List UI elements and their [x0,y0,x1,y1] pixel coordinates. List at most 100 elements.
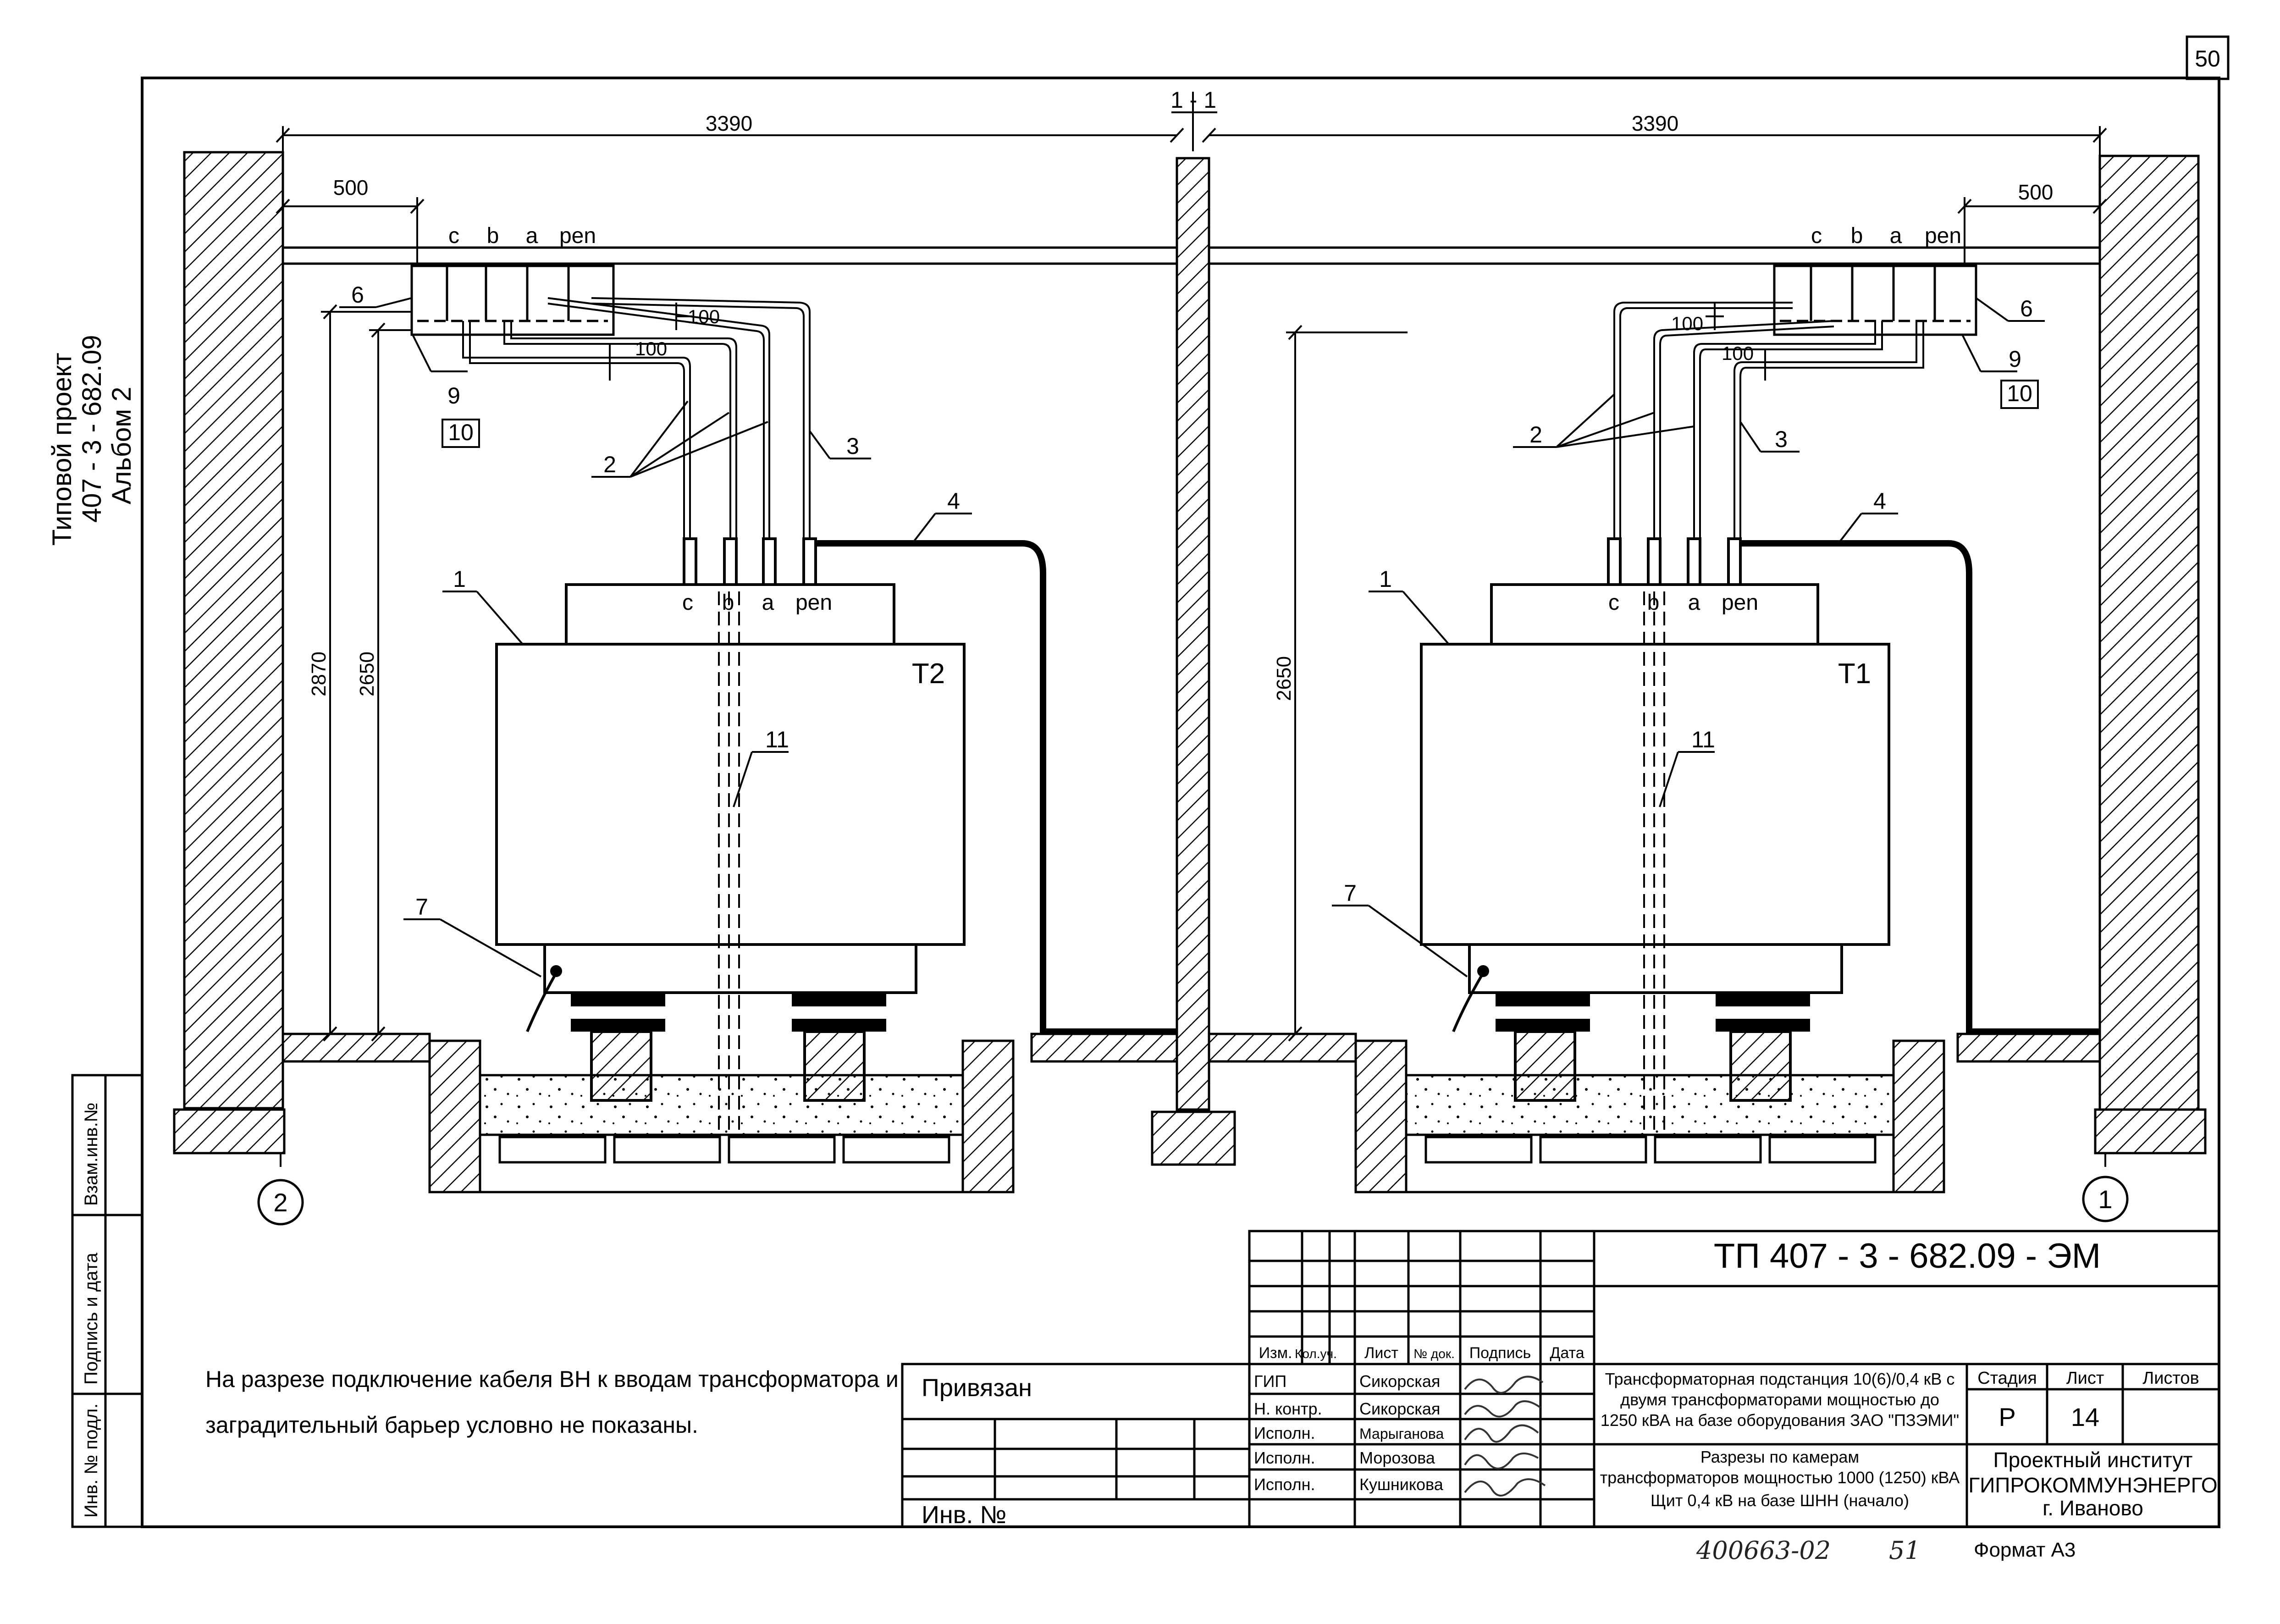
title2-line-2: трансформаторов мощностью 1000 (1250) кВ… [1600,1468,1960,1487]
foundation-pit-left [428,1039,1015,1193]
title1-line-3: 1250 кВА на базе оборудования ЗАО "ПЗЭМИ… [1601,1411,1959,1430]
t2-busbar-phase-c: c [448,224,459,248]
t2-feeders [462,297,811,539]
floor-slab [282,1033,2101,1063]
person-role-4: Исполн. [1254,1448,1315,1467]
callout-t1-9: 9 [2009,346,2021,372]
handwritten-code: 400663-02 [1696,1536,1831,1565]
callout-t2-1: 1 [453,566,466,592]
header-kol-uch: Кол.уч. [1295,1347,1337,1361]
callout-t2-2: 2 [603,452,616,477]
t2-base [543,943,917,994]
t1-busbar-phase-a: a [1890,224,1902,248]
t2-bushing-label-c: c [682,591,693,615]
dim-gap-t2-a: 100 [635,338,667,359]
person-name-1: Сикорская [1359,1372,1440,1391]
t1-bushing-b [1647,537,1662,586]
t1-bushing-label-pen: pen [1722,591,1758,615]
org-line-1: Проектный институт [1993,1448,2193,1472]
t1-busbar-phase-b: b [1851,224,1863,248]
wall-left-footing [173,1108,286,1154]
section-label: 1 - 1 [1170,87,1216,113]
t2-busbar-box [410,265,615,336]
dimension-ticks [276,127,2107,1042]
person-role-3: Исполн. [1254,1424,1315,1442]
axis-label-left: 2 [273,1188,287,1217]
dimension-lines [282,92,2101,1034]
callout-t1-1: 1 [1379,566,1392,592]
dim-gap-t1-a: 100 [1671,313,1703,334]
t2-bushing-label-pen: pen [795,591,832,615]
t1-bushing-label-a: a [1688,591,1700,615]
t2-name: T2 [912,658,945,690]
callout-t1-2: 2 [1529,422,1542,447]
t1-feeders [1613,302,1924,539]
callout-t1-4: 4 [1873,488,1886,514]
title1-line-1: Трансформаторная подстанция 10(6)/0,4 кВ… [1605,1370,1955,1388]
t1-bushing-a [1687,537,1701,586]
t1-bushing-pen [1727,537,1742,586]
t2-busbar-phase-labels: c b a pen [448,224,596,248]
note-line-2: заградительный барьер условно не показан… [205,1412,698,1438]
foundation-pit-right [1354,1039,1945,1193]
person-name-3: Марыганова [1359,1425,1444,1442]
dim-gap-t2-b: 100 [688,306,720,327]
header-list: Лист [1364,1344,1398,1362]
t1-base [1468,943,1843,994]
t2-cover [565,583,895,646]
t1-bushing-c [1607,537,1622,586]
person-role-2: Н. контр. [1254,1399,1322,1418]
callout-t1-11: 11 [1691,727,1715,752]
t2-core-axis [718,591,740,1132]
wall-middle-footing [1151,1110,1236,1166]
person-name-2: Сикорская [1359,1399,1440,1418]
dim-right-width: 3390 [1632,111,1678,135]
wall-right [2098,155,2200,1111]
wall-middle [1176,157,1210,1111]
org-name: Проектный институт ГИПРОКОММУНЭНЕРГО г. … [1968,1448,2217,1520]
t2-earthing-cable [816,540,1177,1035]
callout-t1-3: 3 [1775,426,1788,452]
t1-busbar-phase-c: c [1811,224,1822,248]
stamp-signature-date: Подпись и дата [81,1253,101,1385]
title1-line-2: двумя трансформаторами мощностью до [1620,1390,1939,1409]
header-data: Дата [1550,1344,1584,1362]
project-label-line-1: Типовой проект [47,353,77,546]
title2: Разрезы по камерам трансформаторов мощно… [1600,1447,1960,1510]
callout-t2-4: 4 [947,488,960,514]
dim-height-2650: 2650 [356,652,378,696]
wall-right-footing [2094,1108,2207,1154]
callout-t1-10: 10 [2007,381,2032,406]
t2-bushing-label-b: b [722,591,734,615]
dim-right-height-2650: 2650 [1273,656,1295,701]
t1-bushing-label-c: c [1608,591,1619,615]
person-name-4: Морозова [1359,1448,1435,1467]
callout-t2-6: 6 [351,282,364,308]
privyazan-block [901,1363,1251,1528]
t2-tank [495,643,966,946]
t2-bushing-pen [802,537,817,586]
stage-value: Р [1998,1403,2015,1431]
t1-earthing-cable [1740,540,2100,1035]
person-role-1: ГИП [1254,1372,1286,1391]
title2-line-1: Разрезы по камерам [1700,1447,1859,1466]
format-label: Формат А3 [1974,1539,2076,1561]
t1-bushing-label-b: b [1647,591,1660,615]
privyazan-label: Привязан [922,1374,1032,1402]
axis-marker-left: 2 [257,1153,304,1226]
doc-code: ТП 407 - 3 - 682.09 - ЭМ [1714,1237,2101,1276]
handwritten-sheet: 51 [1889,1536,1921,1565]
page-number: 50 [2195,46,2220,72]
t2-bushing-label-a: a [762,591,774,615]
t2-busbar-phase-pen: pen [559,224,596,248]
dim-left-width: 3390 [706,111,752,135]
title2-line-3: Щит 0,4 кВ на базе ШНН (начало) [1651,1491,1909,1510]
axis-marker-right: 1 [2082,1153,2129,1222]
header-n-dok: № док. [1413,1347,1455,1361]
callout-t2-9: 9 [447,383,460,409]
callout-t2-10: 10 [448,420,474,445]
t1-busbar-phase-labels: c b a pen [1811,224,1961,248]
callout-box-t2-10 [442,419,480,448]
callout-t2-7: 7 [415,894,428,920]
